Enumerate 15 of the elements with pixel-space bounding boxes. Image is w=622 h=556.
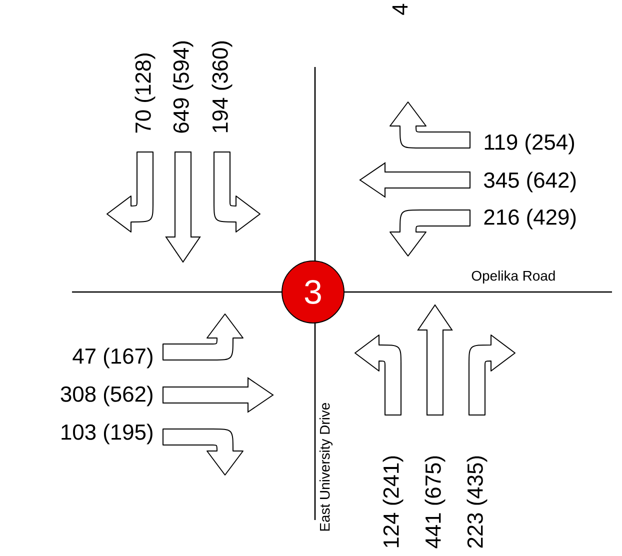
volume-label: 649 (594) (172, 41, 194, 133)
volume-label: 47 (167) (72, 348, 152, 368)
volume-label: 345 (642) (484, 172, 576, 192)
road-name: East University Drive (320, 403, 332, 531)
volume-label: 441 (675) (424, 456, 446, 548)
volume-label: 194 (360) (212, 41, 232, 132)
volume-label: 308 (562) (60, 386, 152, 406)
volume-label: 70 (128) (134, 54, 156, 133)
volume-label: 124 (241) (382, 456, 404, 548)
volume-label: 4 (392, 4, 408, 15)
volume-label: 119 (254) (484, 134, 574, 154)
volume-label: 103 (195) (62, 424, 152, 444)
road-name: Opelika Road (472, 270, 555, 284)
volume-label: 223 (435) (466, 456, 488, 548)
volume-label: 216 (429) (484, 208, 576, 230)
